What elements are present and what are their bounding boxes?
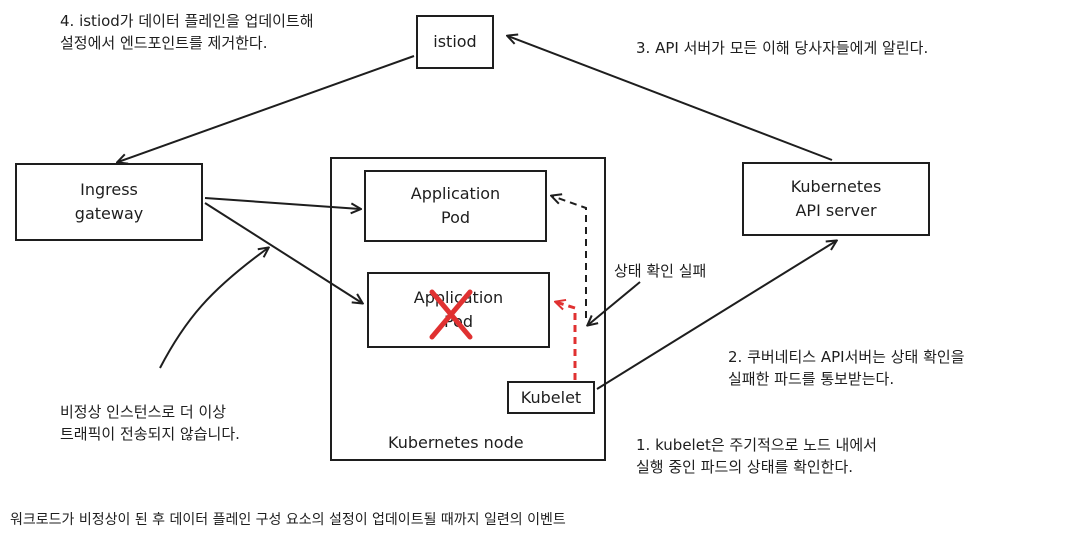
traffic-note-annotation: 비정상 인스턴스로 더 이상 트래픽이 전송되지 않습니다. (60, 403, 240, 443)
application-pod-failed: Application Pod (367, 272, 550, 348)
arrow-traffic-note (159, 248, 268, 369)
ingress-gateway-box: Ingress gateway (15, 163, 203, 241)
arrow-istiod-to-ingress (118, 55, 415, 162)
arrow-ingress-to-failed-pod (204, 202, 362, 303)
kubernetes-api-server-box: Kubernetes API server (742, 162, 930, 236)
arrow-ingress-to-healthy-pod (204, 197, 360, 209)
kubernetes-node-label: Kubernetes node (388, 433, 524, 452)
arrow-health-check-label (588, 281, 641, 325)
step1-annotation: 1. kubelet은 주기적으로 노드 내에서 실행 중인 파드의 상태를 확… (636, 436, 877, 476)
istiod-box: istiod (416, 15, 494, 69)
step3-annotation: 3. API 서버가 모든 이해 당사자들에게 알린다. (636, 39, 929, 57)
failure-x-mark (429, 289, 473, 340)
arrow-kubelet-check-healthy-pod (552, 196, 587, 318)
kubelet-box: Kubelet (507, 381, 595, 414)
arrow-api-to-istiod (508, 36, 833, 161)
step2-annotation: 2. 쿠버네티스 API서버는 상태 확인을 실패한 파드를 통보받는다. (728, 348, 965, 388)
health-check-failed-label: 상태 확인 실패 (614, 262, 707, 280)
application-pod-healthy: Application Pod (364, 170, 547, 242)
arrow-kubelet-check-failed-pod (556, 302, 577, 380)
step4-annotation: 4. istiod가 데이터 플레인을 업데이트해 설정에서 엔드포인트를 제거… (60, 12, 314, 52)
kubernetes-node-box (330, 157, 606, 461)
figure-caption: 워크로드가 비정상이 된 후 데이터 플레인 구성 요소의 설정이 업데이트될 … (10, 512, 566, 528)
arrow-kubelet-to-api (596, 241, 836, 390)
